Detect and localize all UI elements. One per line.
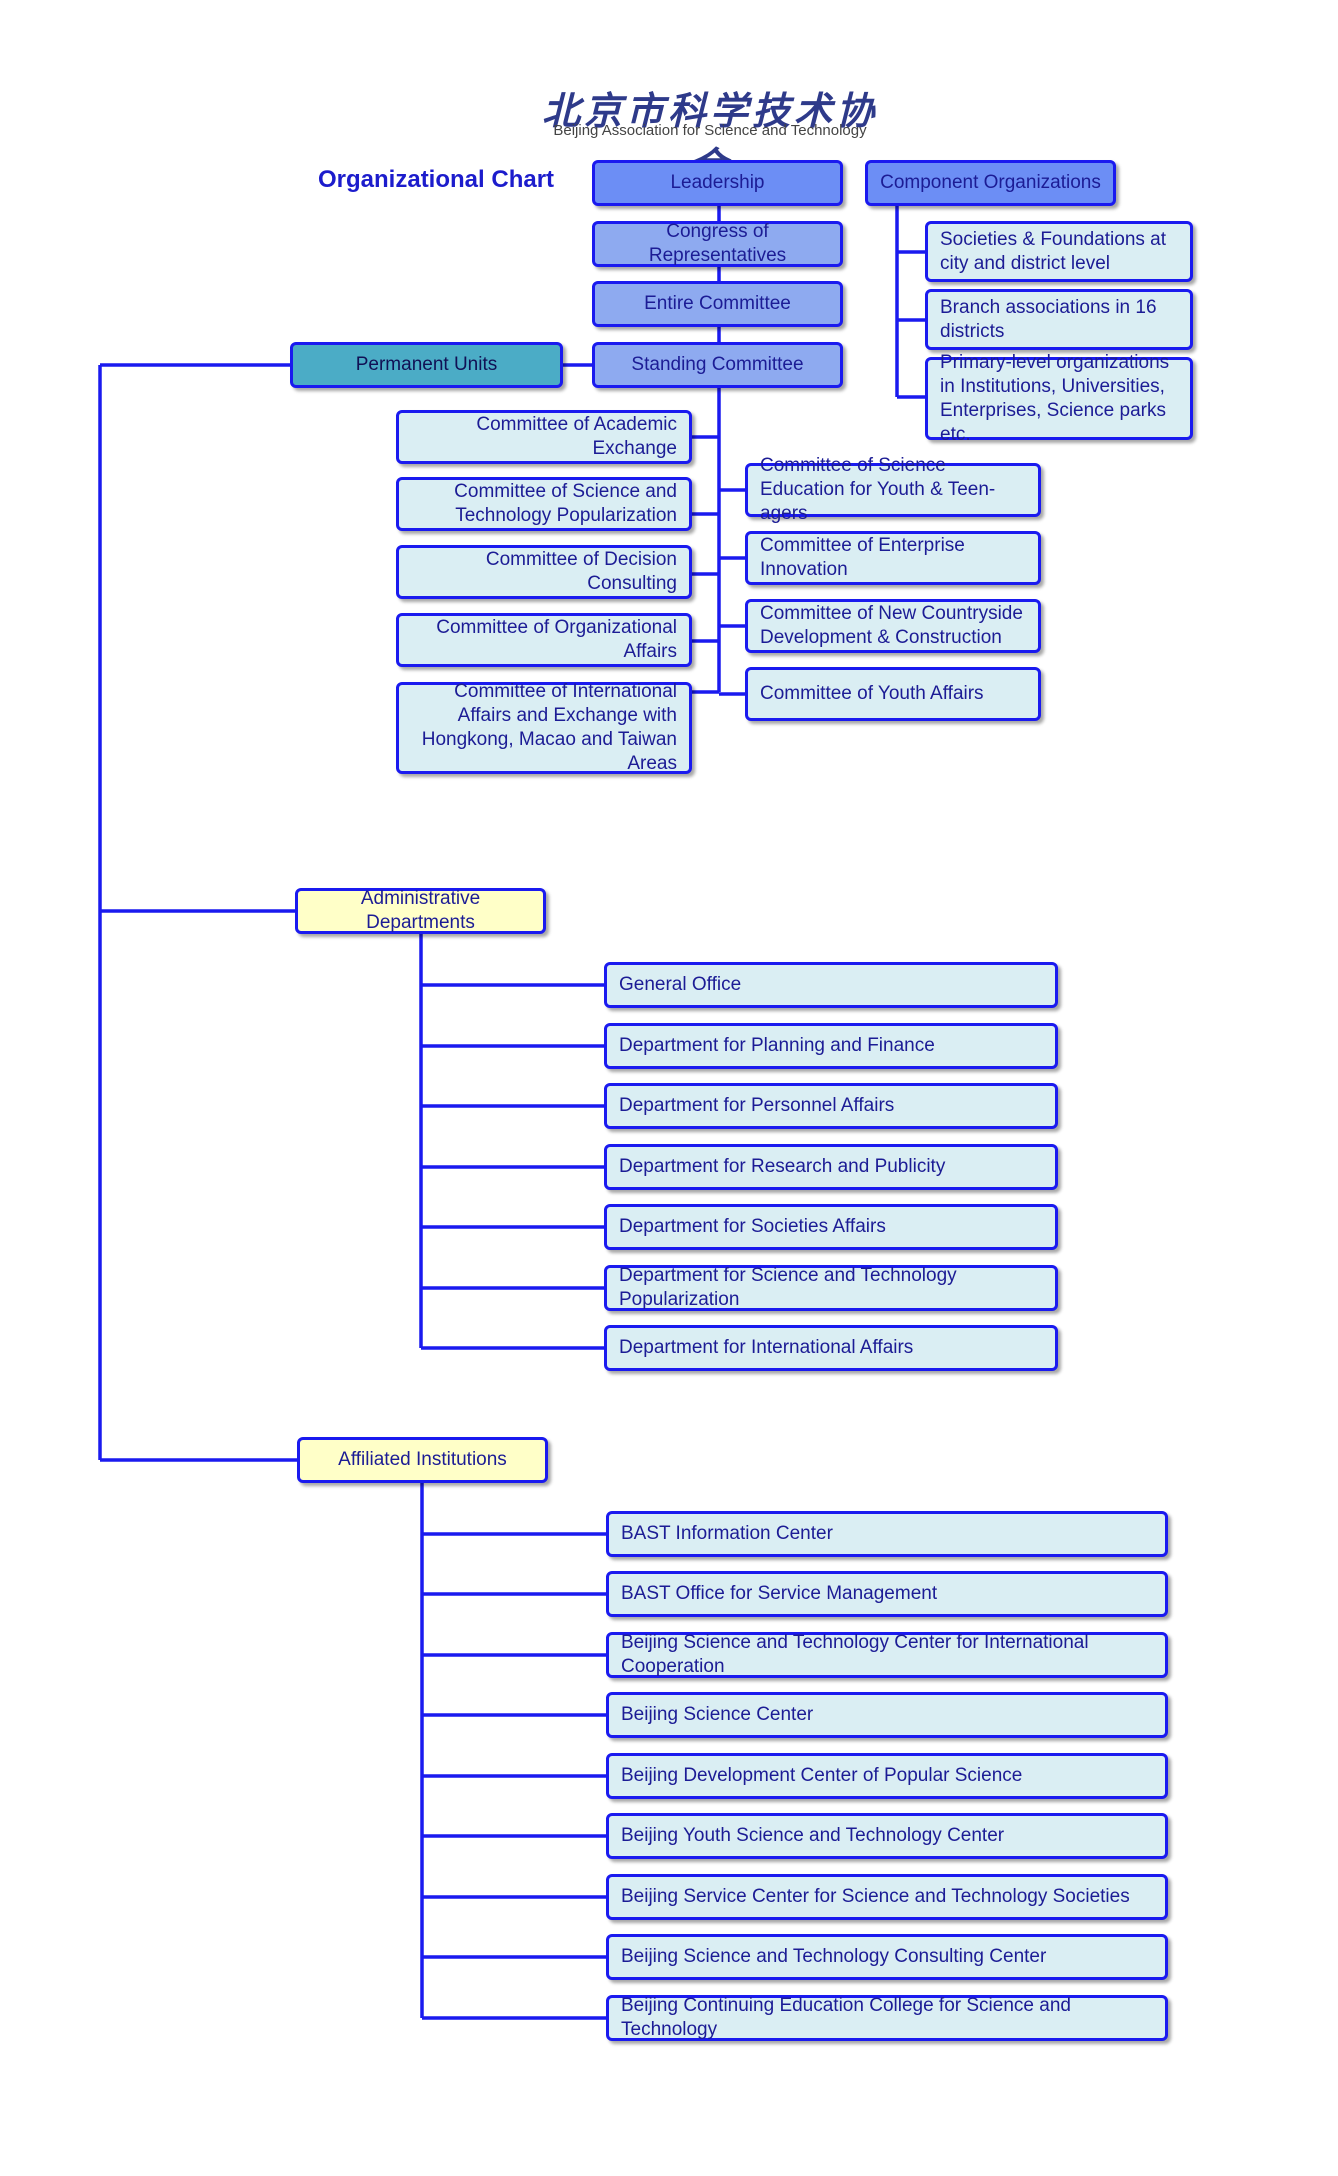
institution-item: Beijing Science Center xyxy=(606,1692,1168,1738)
department-item: Department for Research and Publicity xyxy=(604,1144,1058,1190)
committee-item: Committee of Decision Consulting xyxy=(396,545,692,599)
department-item: Department for Planning and Finance xyxy=(604,1023,1058,1069)
administrative-departments-box: Administrative Departments xyxy=(295,888,546,934)
congress-box: Congress of Representatives xyxy=(592,221,843,267)
standing-committee-box: Standing Committee xyxy=(592,342,843,388)
leadership-box: Leadership xyxy=(592,160,843,206)
department-item: Department for Personnel Affairs xyxy=(604,1083,1058,1129)
committee-item: Committee of New Countryside Development… xyxy=(745,599,1041,653)
institution-item: BAST Office for Service Management xyxy=(606,1571,1168,1617)
logo-chinese: 北京市科学技术协会 xyxy=(541,88,878,188)
chart-title: Organizational Chart xyxy=(318,166,555,193)
department-item: Department for International Affairs xyxy=(604,1325,1058,1371)
committee-item: Committee of Science Education for Youth… xyxy=(745,455,1041,524)
institution-item: Beijing Science and Technology Consultin… xyxy=(606,1934,1168,1980)
department-item: Department for Science and Technology Po… xyxy=(604,1265,1058,1311)
department-item: Department for Societies Affairs xyxy=(604,1204,1058,1250)
institution-item: Beijing Science and Technology Center fo… xyxy=(606,1632,1168,1678)
committee-item: Committee of International Affairs and E… xyxy=(396,681,692,774)
affiliated-institutions-box: Affiliated Institutions xyxy=(297,1437,548,1483)
institution-item: Beijing Continuing Education College for… xyxy=(606,1995,1168,2041)
committee-item: Committee of Enterprise Innovation xyxy=(745,531,1041,585)
institution-item: Beijing Service Center for Science and T… xyxy=(606,1874,1168,1920)
committee-item: Committee of Youth Affairs xyxy=(745,667,1041,721)
committee-item: Committee of Organizational Affairs xyxy=(396,613,692,667)
entire-committee-box: Entire Committee xyxy=(592,281,843,327)
institution-item: Beijing Youth Science and Technology Cen… xyxy=(606,1813,1168,1859)
component-item: Branch associations in 16 districts xyxy=(925,289,1193,350)
department-item: General Office xyxy=(604,962,1058,1008)
committee-item: Committee of Science and Technology Popu… xyxy=(396,477,692,531)
component-item: Primary-level organizations in Instituti… xyxy=(925,352,1193,445)
component-organizations-box: Component Organizations xyxy=(865,160,1116,206)
component-item: Societies & Foundations at city and dist… xyxy=(925,221,1193,282)
institution-item: Beijing Development Center of Popular Sc… xyxy=(606,1753,1168,1799)
permanent-units-box: Permanent Units xyxy=(290,342,563,388)
logo-english: Beijing Association for Science and Tech… xyxy=(553,122,867,139)
committee-item: Committee of Academic Exchange xyxy=(396,410,692,464)
institution-item: BAST Information Center xyxy=(606,1511,1168,1557)
